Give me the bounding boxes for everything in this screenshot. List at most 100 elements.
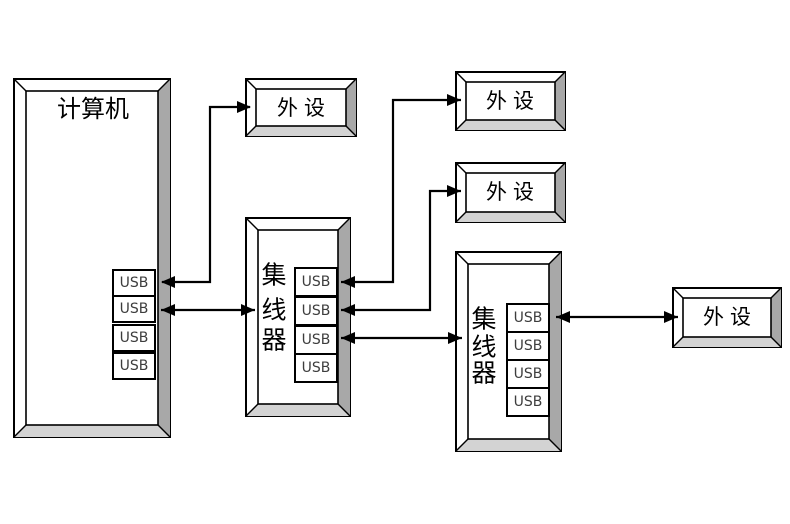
arrowhead-right-icon	[448, 332, 462, 344]
hub-right-usb-port-1: USB	[506, 303, 550, 333]
peripheral-bevel-bottom	[456, 212, 565, 222]
peripheral-label: 外设	[703, 305, 757, 329]
peripheral-corner-line	[554, 71, 566, 83]
peripheral-bevel-right	[555, 163, 565, 222]
peripheral-corner-line	[672, 287, 684, 299]
arrowhead-left-icon	[341, 276, 355, 288]
arrowhead-left-icon	[341, 332, 355, 344]
peripheral-inner-face	[255, 88, 347, 127]
hub-left-corner-line	[337, 217, 351, 231]
arrowhead-left-icon	[161, 276, 175, 288]
hub-left-usb-port-3: USB	[294, 325, 338, 355]
peripheral-bevel-right	[771, 288, 781, 347]
hub-right-corner-line	[548, 438, 562, 452]
hub-right-label-char: 线	[471, 333, 496, 362]
connectors	[161, 94, 678, 344]
peripheral-bevel-bottom	[246, 126, 356, 136]
hub-left-corner-line	[245, 403, 259, 417]
usb-port-rect	[506, 359, 550, 389]
usb-port-label: USB	[514, 366, 543, 382]
usb-port-label: USB	[302, 332, 331, 348]
peripheral-corner-line	[345, 125, 357, 137]
arrowhead-right-icon	[447, 185, 461, 197]
hub-right-corner-line	[455, 438, 469, 452]
peripheral-corner-line	[770, 287, 782, 299]
connector-computer-to-peripheral-top	[162, 105, 250, 284]
peripheral-corner-line	[345, 78, 357, 90]
hub-left-label-char: 器	[261, 326, 286, 355]
usb-port-label: USB	[120, 358, 149, 374]
hub-right-bevel-bottom	[456, 439, 561, 451]
peripheral-corner-line	[245, 125, 257, 137]
peripheral-corner-line	[672, 336, 684, 348]
usb-port-rect	[112, 295, 156, 323]
peripheral-corner-line	[554, 119, 566, 131]
usb-port-rect	[112, 324, 156, 352]
peripheral-inner-face	[682, 297, 772, 338]
hub-right-label-char: 器	[471, 359, 496, 388]
computer-corner-line	[157, 424, 171, 438]
peripheral-mid-right-box: 外设	[455, 162, 566, 223]
usb-port-label: USB	[120, 275, 149, 291]
arrowhead-left-icon	[556, 311, 570, 323]
usb-port-rect	[294, 353, 338, 383]
computer-usb-port-1: USB	[112, 269, 156, 297]
hub-left-corner-line	[245, 217, 259, 231]
peripheral-bevel-bottom	[673, 337, 781, 347]
connector-hub-left-to-peripheral-mid-right	[341, 189, 461, 312]
usb-port-rect	[506, 387, 550, 417]
hub-left-corner-line	[337, 403, 351, 417]
hub-left-label-char: 集	[261, 261, 286, 290]
hub-right-usb-port-4: USB	[506, 387, 550, 417]
hub-right-usb-port-3: USB	[506, 359, 550, 389]
usb-port-rect	[112, 269, 156, 297]
arrowhead-left-icon	[161, 304, 175, 316]
computer-bevel-right	[158, 79, 170, 437]
peripheral-label: 外设	[486, 180, 540, 204]
hub-right-usb-port-2: USB	[506, 331, 550, 361]
peripheral-far-right-box: 外设	[672, 287, 782, 348]
peripheral-corner-line	[554, 162, 566, 174]
usb-port-label: USB	[514, 310, 543, 326]
usb-port-label: USB	[302, 274, 331, 290]
hub-left-label-char: 线	[261, 296, 286, 325]
computer-bevel-bottom	[14, 425, 170, 437]
arrowhead-right-icon	[447, 94, 461, 106]
hub-right-corner-line	[548, 251, 562, 265]
computer-corner-line	[157, 78, 171, 92]
peripheral-inner-face	[465, 81, 556, 121]
computer-box: 计算机 USB USB USB USB	[13, 78, 171, 438]
peripheral-corner-line	[455, 119, 467, 131]
computer-usb-port-3: USB	[112, 324, 156, 352]
arrowhead-left-icon	[341, 304, 355, 316]
usb-port-label: USB	[302, 303, 331, 319]
usb-port-rect	[112, 352, 156, 380]
arrowhead-right-icon	[241, 304, 255, 316]
peripheral-corner-line	[770, 336, 782, 348]
peripheral-label: 外设	[277, 96, 331, 120]
peripheral-upper-right-box: 外设	[455, 71, 566, 131]
peripheral-bevel-right	[346, 79, 356, 136]
arrowhead-right-icon	[664, 311, 678, 323]
usb-port-label: USB	[514, 394, 543, 410]
peripheral-label: 外设	[486, 89, 540, 113]
computer-label: 计算机	[57, 95, 129, 123]
usb-port-rect	[294, 296, 338, 326]
arrowhead-right-icon	[237, 101, 251, 113]
peripheral-corner-line	[455, 211, 467, 223]
hub-right-box: 集 线 器 USB USB USB USB	[455, 251, 562, 452]
hub-right-bevel-right	[549, 252, 561, 451]
hub-right-label-char: 集	[471, 305, 496, 334]
hub-left-usb-port-1: USB	[294, 267, 338, 297]
peripheral-top-box: 外设	[245, 78, 357, 137]
connector-hub-left-to-peripheral-upper-right	[341, 98, 461, 284]
computer-corner-line	[13, 424, 27, 438]
peripheral-corner-line	[455, 71, 467, 83]
peripheral-corner-line	[455, 162, 467, 174]
usb-port-label: USB	[120, 330, 149, 346]
computer-usb-port-2: USB	[112, 295, 156, 323]
computer-corner-line	[13, 78, 27, 92]
hub-left-bevel-right	[338, 218, 350, 416]
